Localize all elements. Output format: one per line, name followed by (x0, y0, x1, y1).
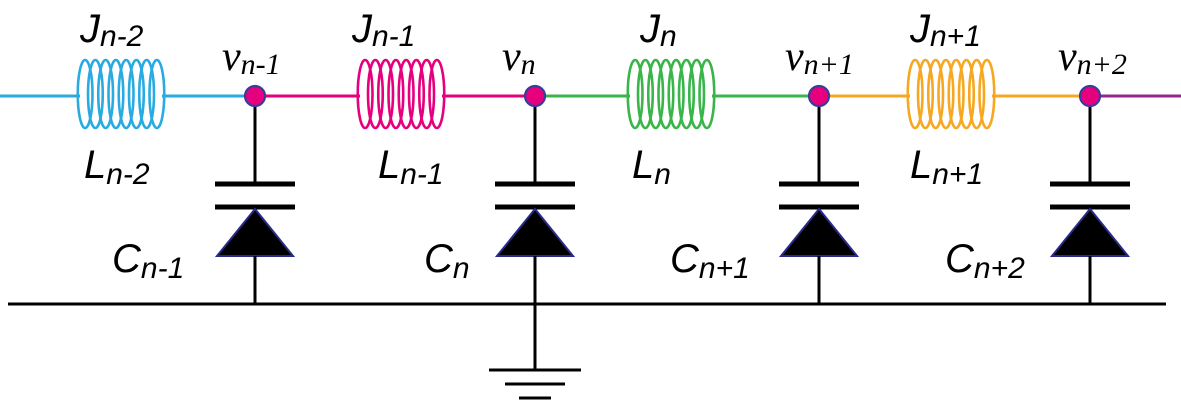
inductor-coil (356, 58, 446, 130)
inductor-current-label: Jn-2 (79, 7, 144, 53)
circuit-node (243, 84, 267, 108)
varactor (214, 96, 296, 304)
inductor-current-label: Jn+1 (909, 7, 981, 53)
inductor-current-label: Jn (639, 7, 677, 53)
circuit-node (523, 84, 547, 108)
inductor-coil (906, 58, 996, 130)
wiring (0, 94, 1181, 306)
node-voltage-label: vn (502, 34, 536, 81)
inductance-label: Ln (632, 143, 671, 191)
circuit-nodes (243, 84, 1102, 108)
varactor (494, 96, 576, 304)
varactor (778, 96, 860, 304)
node-voltage-label: vn+2 (1058, 34, 1127, 81)
inductor-coil (76, 58, 166, 130)
node-voltage-label: vn+1 (785, 34, 854, 81)
capacitance-label: Cn+1 (670, 237, 750, 285)
inductor-coil (626, 58, 716, 130)
varactor (1049, 96, 1131, 304)
inductor-current-label: Jn-1 (351, 7, 415, 53)
capacitance-label: Cn (424, 237, 470, 285)
inductance-label: Ln-2 (84, 143, 150, 191)
circuit-node (1078, 84, 1102, 108)
circuit-node (807, 84, 831, 108)
capacitance-label: Cn+2 (945, 237, 1025, 285)
ground-symbol (489, 304, 581, 400)
capacitance-label: Cn-1 (112, 237, 184, 285)
node-voltage-label: vn-1 (222, 34, 281, 81)
inductance-label: Ln+1 (910, 143, 983, 191)
inductors (76, 58, 996, 130)
inductance-label: Ln-1 (378, 143, 444, 191)
varactor-capacitors (214, 96, 1131, 304)
